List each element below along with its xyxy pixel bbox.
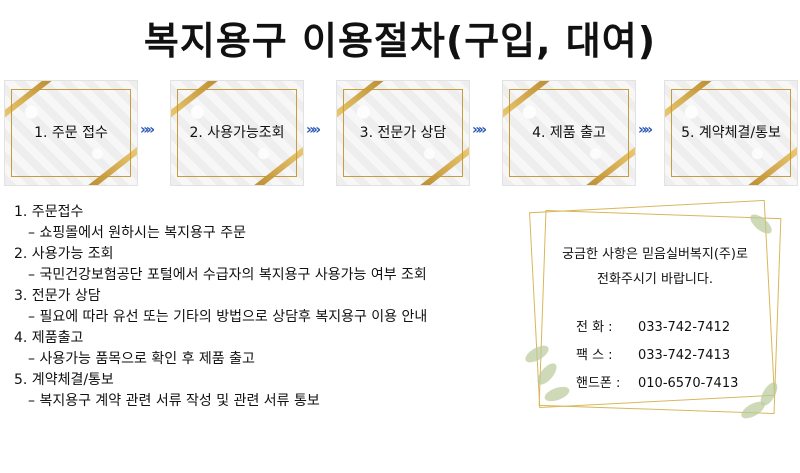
card-frame bbox=[671, 89, 791, 177]
contact-message-line: 전화주시기 바랍니다. bbox=[597, 272, 713, 287]
detail-description: – 사용가능 품목으로 확인 후 제품 출고 bbox=[28, 351, 255, 367]
contact-label: 팩 스 : bbox=[576, 348, 613, 363]
page-title: 복지용구 이용절차(구입, 대여) bbox=[143, 19, 657, 63]
card-frame bbox=[509, 89, 629, 177]
contact-phone: 전 화 : 033-742-7412 bbox=[576, 314, 738, 342]
step-label: 5. 계약체결/통보 bbox=[681, 125, 781, 141]
card-frame bbox=[343, 89, 463, 177]
chevron-right-icon: »» bbox=[306, 122, 321, 138]
contact-list: 전 화 : 033-742-7412 팩 스 : 033-742-7413 핸드폰 … bbox=[576, 314, 738, 398]
step-card-2: 2. 사용가능조회 bbox=[170, 80, 304, 186]
contact-message: 궁금한 사항은 믿음실버복지(주)로 전화주시기 바랍니다. bbox=[520, 242, 790, 292]
detail-heading: 2. 사용가능 조회 bbox=[14, 246, 114, 262]
contact-label: 전 화 : bbox=[576, 320, 613, 335]
card-frame bbox=[11, 89, 131, 177]
contact-fax: 팩 스 : 033-742-7413 bbox=[576, 342, 738, 370]
detail-description: – 필요에 따라 유선 또는 기타의 방법으로 상담후 복지용구 이용 안내 bbox=[28, 309, 428, 325]
contact-mobile: 핸드폰 : 010-6570-7413 bbox=[576, 370, 738, 398]
step-label: 3. 전문가 상담 bbox=[359, 125, 447, 141]
step-label: 2. 사용가능조회 bbox=[189, 125, 285, 141]
detail-heading: 3. 전문가 상담 bbox=[14, 288, 101, 304]
step-card-1: 1. 주문 접수 bbox=[4, 80, 138, 186]
contact-value: 033-742-7412 bbox=[638, 320, 731, 335]
step-details: 1. 주문접수 – 쇼핑몰에서 원하시는 복지용구 주문 2. 사용가능 조회 … bbox=[14, 202, 534, 412]
step-label: 4. 제품 출고 bbox=[532, 125, 606, 141]
contact-label: 핸드폰 : bbox=[576, 376, 621, 391]
chevron-right-icon: »» bbox=[140, 122, 155, 138]
detail-description: – 국민건강보험공단 포털에서 수급자의 복지용구 사용가능 여부 조회 bbox=[28, 267, 427, 283]
contact-value: 033-742-7413 bbox=[638, 348, 731, 363]
step-card-5: 5. 계약체결/통보 bbox=[664, 80, 798, 186]
step-card-4: 4. 제품 출고 bbox=[502, 80, 636, 186]
chevron-right-icon: »» bbox=[472, 122, 487, 138]
contact-panel: 궁금한 사항은 믿음실버복지(주)로 전화주시기 바랍니다. 전 화 : 033-… bbox=[520, 198, 790, 422]
contact-value: 010-6570-7413 bbox=[638, 376, 739, 391]
step-label: 1. 주문 접수 bbox=[34, 125, 108, 141]
chevron-right-icon: »» bbox=[638, 122, 653, 138]
detail-description: – 복지용구 계약 관련 서류 작성 및 관련 서류 통보 bbox=[28, 393, 320, 409]
process-steps: 1. 주문 접수 »» 2. 사용가능조회 »» 3. 전문가 상담 »» 4.… bbox=[0, 80, 800, 190]
detail-heading: 4. 제품출고 bbox=[14, 330, 84, 346]
card-frame bbox=[177, 89, 297, 177]
detail-description: – 쇼핑몰에서 원하시는 복지용구 주문 bbox=[28, 225, 246, 241]
detail-heading: 1. 주문접수 bbox=[14, 204, 84, 220]
step-card-3: 3. 전문가 상담 bbox=[336, 80, 470, 186]
detail-heading: 5. 계약체결/통보 bbox=[14, 372, 114, 388]
contact-message-line: 궁금한 사항은 믿음실버복지(주)로 bbox=[562, 247, 748, 262]
